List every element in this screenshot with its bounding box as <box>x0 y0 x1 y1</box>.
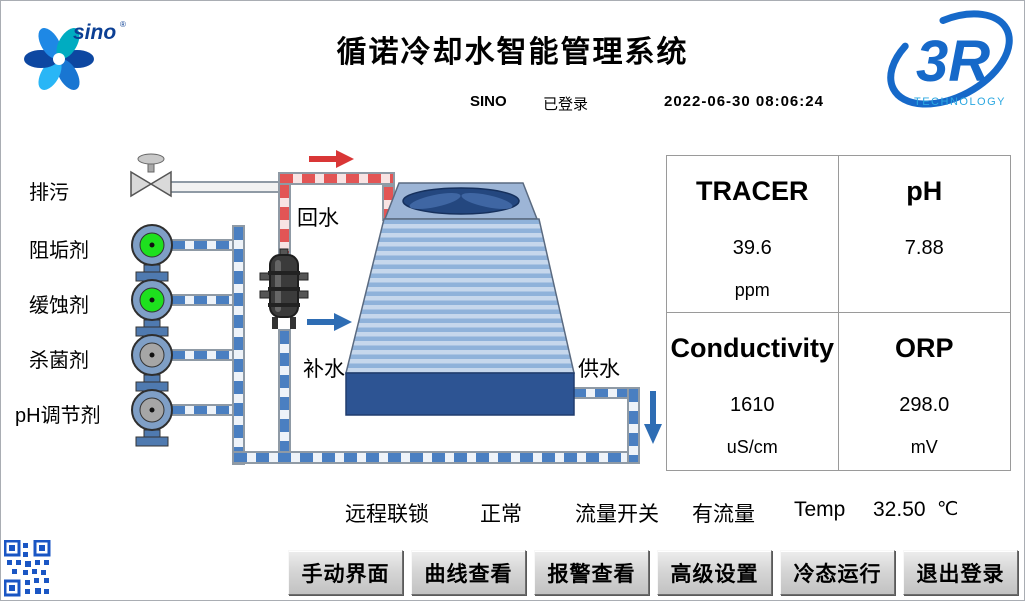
biocide-label: 杀菌剂 <box>29 350 89 372</box>
alarm-view-button[interactable]: 报警查看 <box>534 550 649 595</box>
bottom-supply-pipe <box>232 451 640 464</box>
return-flow-arrow-icon <box>309 150 354 168</box>
temp-value: 32.50 <box>873 498 926 521</box>
tower-basin <box>345 372 575 416</box>
sino-logo: sino ® <box>24 20 126 90</box>
logout-button[interactable]: 退出登录 <box>903 550 1018 595</box>
3r-logo: 3R TECHNOLOGY <box>887 10 1013 108</box>
reading-value: 298.0 <box>899 394 950 416</box>
return-pipe-riser <box>278 183 291 255</box>
readings-panel: TRACER 39.6 ppm pH 7.88 Conductivity 161… <box>666 155 1011 471</box>
reading-unit: uS/cm <box>726 437 778 457</box>
page-title: 循诺冷却水智能管理系统 <box>336 36 689 69</box>
svg-text:®: ® <box>120 20 126 29</box>
chemical-manifold-pipe <box>232 225 245 465</box>
flow-switch-value: 有流量 <box>692 503 755 526</box>
reading-orp: ORP 298.0 mV <box>839 313 1011 470</box>
reading-unit: mV <box>910 437 938 457</box>
interlock-value: 正常 <box>480 503 522 526</box>
supply-flow-arrow-icon <box>644 391 662 444</box>
qr-code-icon <box>4 540 51 597</box>
curve-view-button[interactable]: 曲线查看 <box>411 550 526 595</box>
reading-unit: ppm <box>734 280 770 300</box>
interlock-label: 远程联锁 <box>345 503 429 526</box>
filter-vessel-icon <box>259 248 309 329</box>
supply-riser-pipe <box>627 387 640 464</box>
manual-screen-button[interactable]: 手动界面 <box>288 550 403 595</box>
corrosion-inhibitor-pump-icon[interactable] <box>129 278 175 338</box>
3r-logo-subtext: TECHNOLOGY <box>914 96 1006 108</box>
temp-unit: ℃ <box>937 499 959 520</box>
temp-label: Temp <box>794 498 846 521</box>
reading-value: 39.6 <box>732 237 772 259</box>
reading-ph: pH 7.88 <box>838 156 1010 313</box>
scale-inhibitor-pipe <box>170 239 234 251</box>
nav-button-row: 手动界面 曲线查看 报警查看 高级设置 冷态运行 退出登录 <box>288 550 1018 595</box>
tower-body <box>345 218 575 374</box>
flow-switch-label: 流量开关 <box>575 503 659 526</box>
cooling-tower <box>345 182 575 416</box>
reading-name: Conductivity <box>670 333 834 363</box>
datetime: 2022-06-30 08:06:24 <box>664 93 824 110</box>
blowdown-pipe <box>168 181 286 193</box>
corrosion-inhibitor-pipe <box>170 294 234 306</box>
return-water-label: 回水 <box>297 207 339 230</box>
makeup-flow-arrow-icon <box>307 313 352 331</box>
login-status: 已登录 <box>543 96 589 113</box>
blowdown-valve-icon[interactable] <box>125 151 177 207</box>
reading-value: 1610 <box>730 394 775 416</box>
reading-name: TRACER <box>696 176 809 206</box>
biocide-pipe <box>170 349 234 361</box>
return-pipe-horizontal <box>278 172 395 185</box>
cold-run-button[interactable]: 冷态运行 <box>780 550 895 595</box>
ph-agent-label: pH调节剂 <box>15 405 101 427</box>
scale-inhibitor-label: 阻垢剂 <box>29 240 89 262</box>
reading-name: ORP <box>894 333 954 363</box>
reading-tracer: TRACER 39.6 ppm <box>667 156 839 313</box>
corrosion-inhibitor-label: 缓蚀剂 <box>29 295 89 317</box>
reading-name: pH <box>906 176 943 206</box>
reading-conductivity: Conductivity 1610 uS/cm <box>667 313 839 470</box>
makeup-water-label: 补水 <box>303 358 345 381</box>
advanced-settings-button[interactable]: 高级设置 <box>657 550 772 595</box>
supply-water-label: 供水 <box>578 358 620 381</box>
logged-in-user: SINO <box>470 93 507 110</box>
sino-logo-text: sino <box>73 21 116 44</box>
scale-inhibitor-pump-icon[interactable] <box>129 223 175 283</box>
ph-agent-pipe <box>170 404 234 416</box>
filter-down-pipe <box>278 329 291 453</box>
ph-agent-pump-icon[interactable] <box>129 388 175 448</box>
reading-value: 7.88 <box>904 237 944 259</box>
biocide-pump-icon[interactable] <box>129 333 175 393</box>
blowdown-label: 排污 <box>29 182 69 204</box>
3r-logo-text: 3R <box>916 29 990 94</box>
